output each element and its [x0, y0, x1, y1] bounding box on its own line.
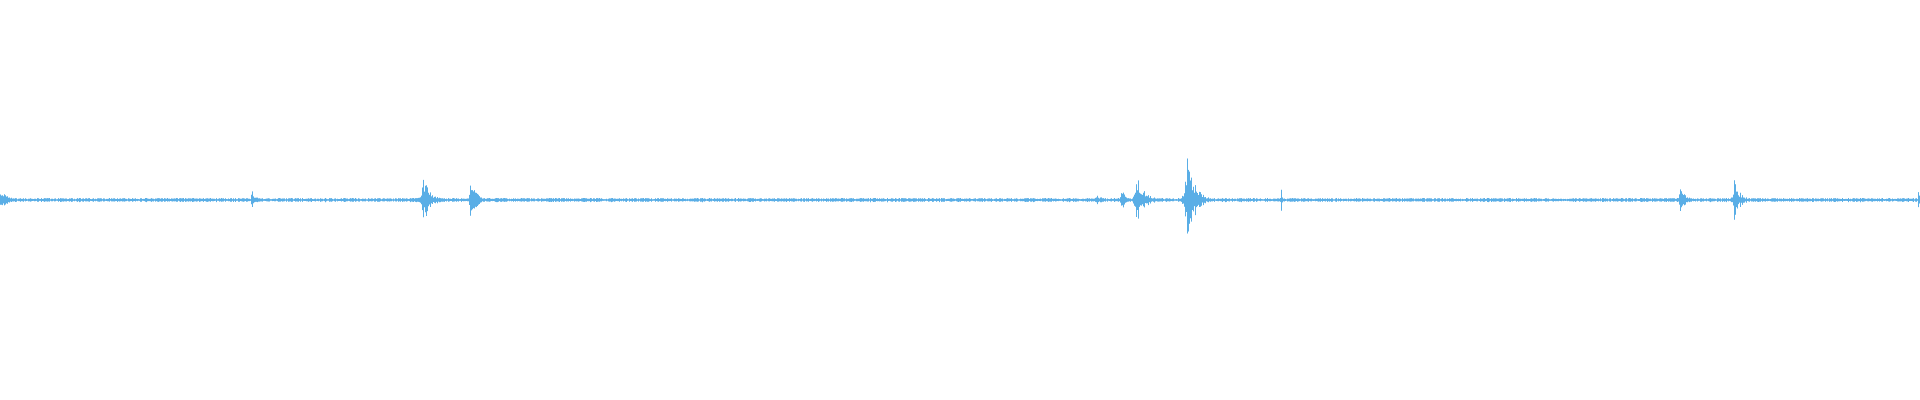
waveform-signal: [0, 158, 1920, 234]
